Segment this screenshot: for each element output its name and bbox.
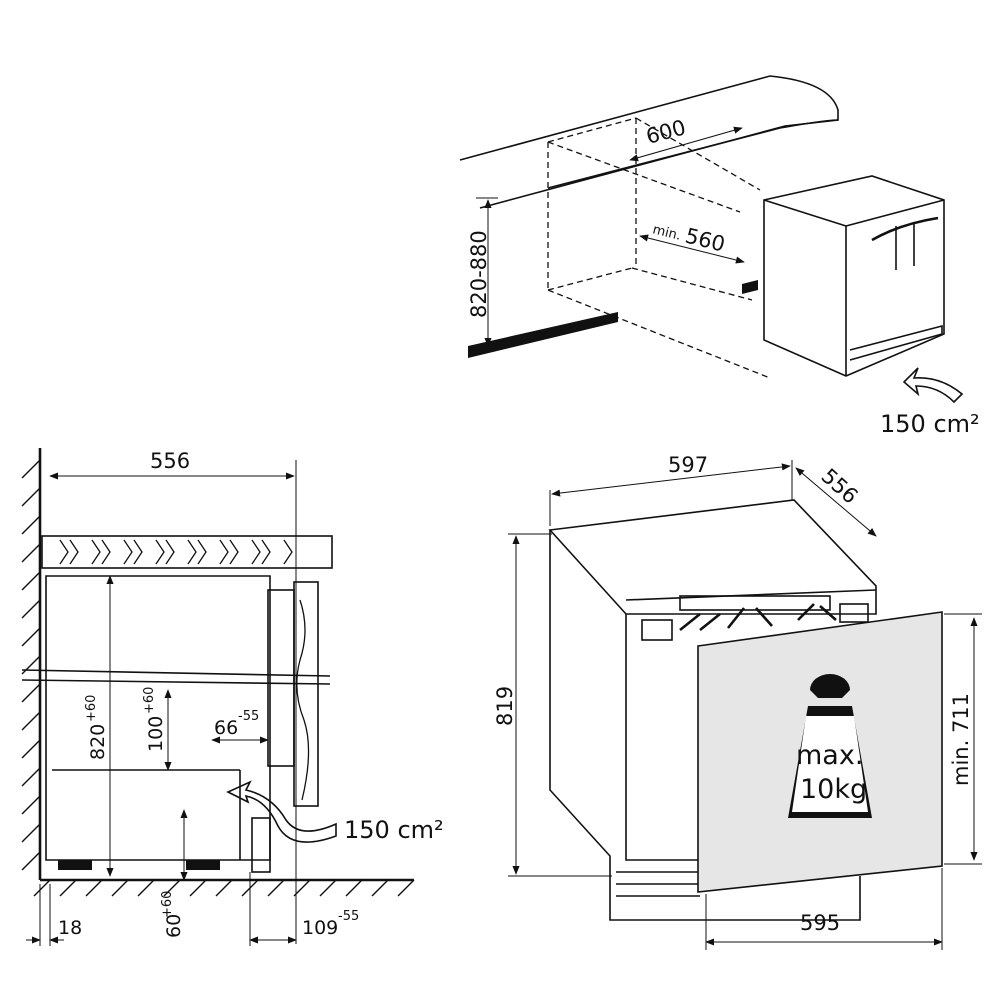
side-height-tol: +60 [84,695,99,722]
appliance-front-view: 597 556 819 max. 10kg min [493,453,982,950]
side-section-view: 556 820 +60 100 +60 66 -55 60 +60 18 1 [21,448,444,946]
side-wall-gap: 18 [58,917,82,939]
door-width-label: 595 [800,911,840,935]
width-dimension-line [629,126,743,162]
side-gap-base: 66 [214,717,238,739]
depth-dimension-line [639,234,745,264]
side-airflow-arrow-icon [226,780,337,843]
cabinet-top [548,499,877,615]
side-depth-label: 556 [150,449,190,473]
side-inner-base: 100 [145,716,167,752]
worktop [41,535,333,569]
front-depth-label: 556 [817,464,863,509]
airflow-arrow-icon [902,367,964,404]
niche-perspective-view: 600 min. 560 820-880 150 cm² [459,75,980,438]
niche-depth-min-prefix: min. [651,222,682,243]
side-gap-tol: -55 [238,709,259,724]
plinth-strip [468,312,618,358]
side-plinth-depth-base: 109 [302,917,338,939]
niche-depth-min-value: 560 [683,224,728,257]
front-width-label: 597 [668,453,708,477]
max-load-line2: 10kg [800,774,867,805]
side-vent-area: 150 cm² [344,816,444,844]
weight-icon: max. 10kg [788,674,872,818]
appliance-sketch [763,175,945,377]
side-plinth-tol: +60 [160,891,175,918]
side-height-base: 820 [87,724,109,760]
side-plinth-base: 60 [163,914,185,938]
front-height-label: 819 [493,686,517,726]
max-load-line1: max. [796,740,863,771]
side-plinth-depth-tol: -55 [338,909,359,924]
top-vent-area: 150 cm² [880,410,980,438]
side-inner-tol: +60 [142,687,157,714]
handle-icon [871,216,939,242]
door-height-min-label: min. 711 [949,693,973,786]
niche-height-range: 820-880 [467,230,491,318]
